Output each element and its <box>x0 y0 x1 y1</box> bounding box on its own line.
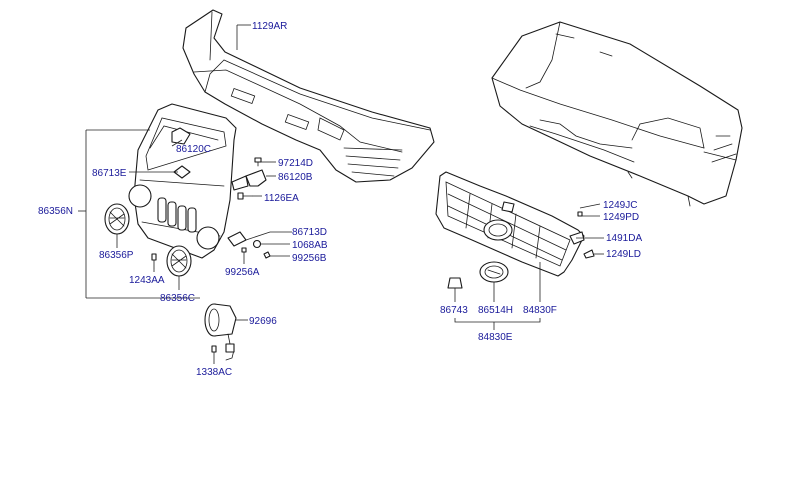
radiator-grille-drawing <box>435 171 595 277</box>
label-86356P: 86356P <box>99 250 134 261</box>
label-1243AA: 1243AA <box>129 275 165 286</box>
fog-lamp-cover-drawing <box>104 203 192 277</box>
fog-lamp-drawing <box>204 303 237 361</box>
label-86743: 86743 <box>440 305 468 316</box>
emblem-drawing <box>447 261 509 289</box>
label-97214D: 97214D <box>278 158 313 169</box>
front-bumper-drawing <box>182 9 435 183</box>
label-84830F: 84830F <box>523 305 557 316</box>
label-1249JC: 1249JC <box>603 200 637 211</box>
label-86514H: 86514H <box>478 305 513 316</box>
radiator-grille-assembly-drawing <box>128 103 271 259</box>
leader-lines <box>78 24 604 364</box>
label-99256A: 99256A <box>225 267 260 278</box>
label-86120C: 86120C <box>176 144 211 155</box>
label-1126EA: 1126EA <box>264 193 299 204</box>
label-86356C: 86356C <box>160 293 195 304</box>
label-86356N: 86356N <box>38 206 73 217</box>
label-86120B: 86120B <box>278 172 313 183</box>
label-1068AB: 1068AB <box>292 240 328 251</box>
label-1129AR: 1129AR <box>252 21 287 32</box>
vehicle-front-drawing <box>491 21 743 207</box>
label-86713E: 86713E <box>92 168 127 179</box>
label-1491DA: 1491DA <box>606 233 642 244</box>
label-1249LD: 1249LD <box>606 249 641 260</box>
part-labels: 1129AR 86120C 86713E 97214D 86120B 1126E… <box>38 21 642 378</box>
label-1338AC: 1338AC <box>196 367 232 378</box>
label-92696: 92696 <box>249 316 277 327</box>
label-99256B: 99256B <box>292 253 327 264</box>
label-1249PD: 1249PD <box>603 212 639 223</box>
label-86713D: 86713D <box>292 227 327 238</box>
label-84830E: 84830E <box>478 332 513 343</box>
